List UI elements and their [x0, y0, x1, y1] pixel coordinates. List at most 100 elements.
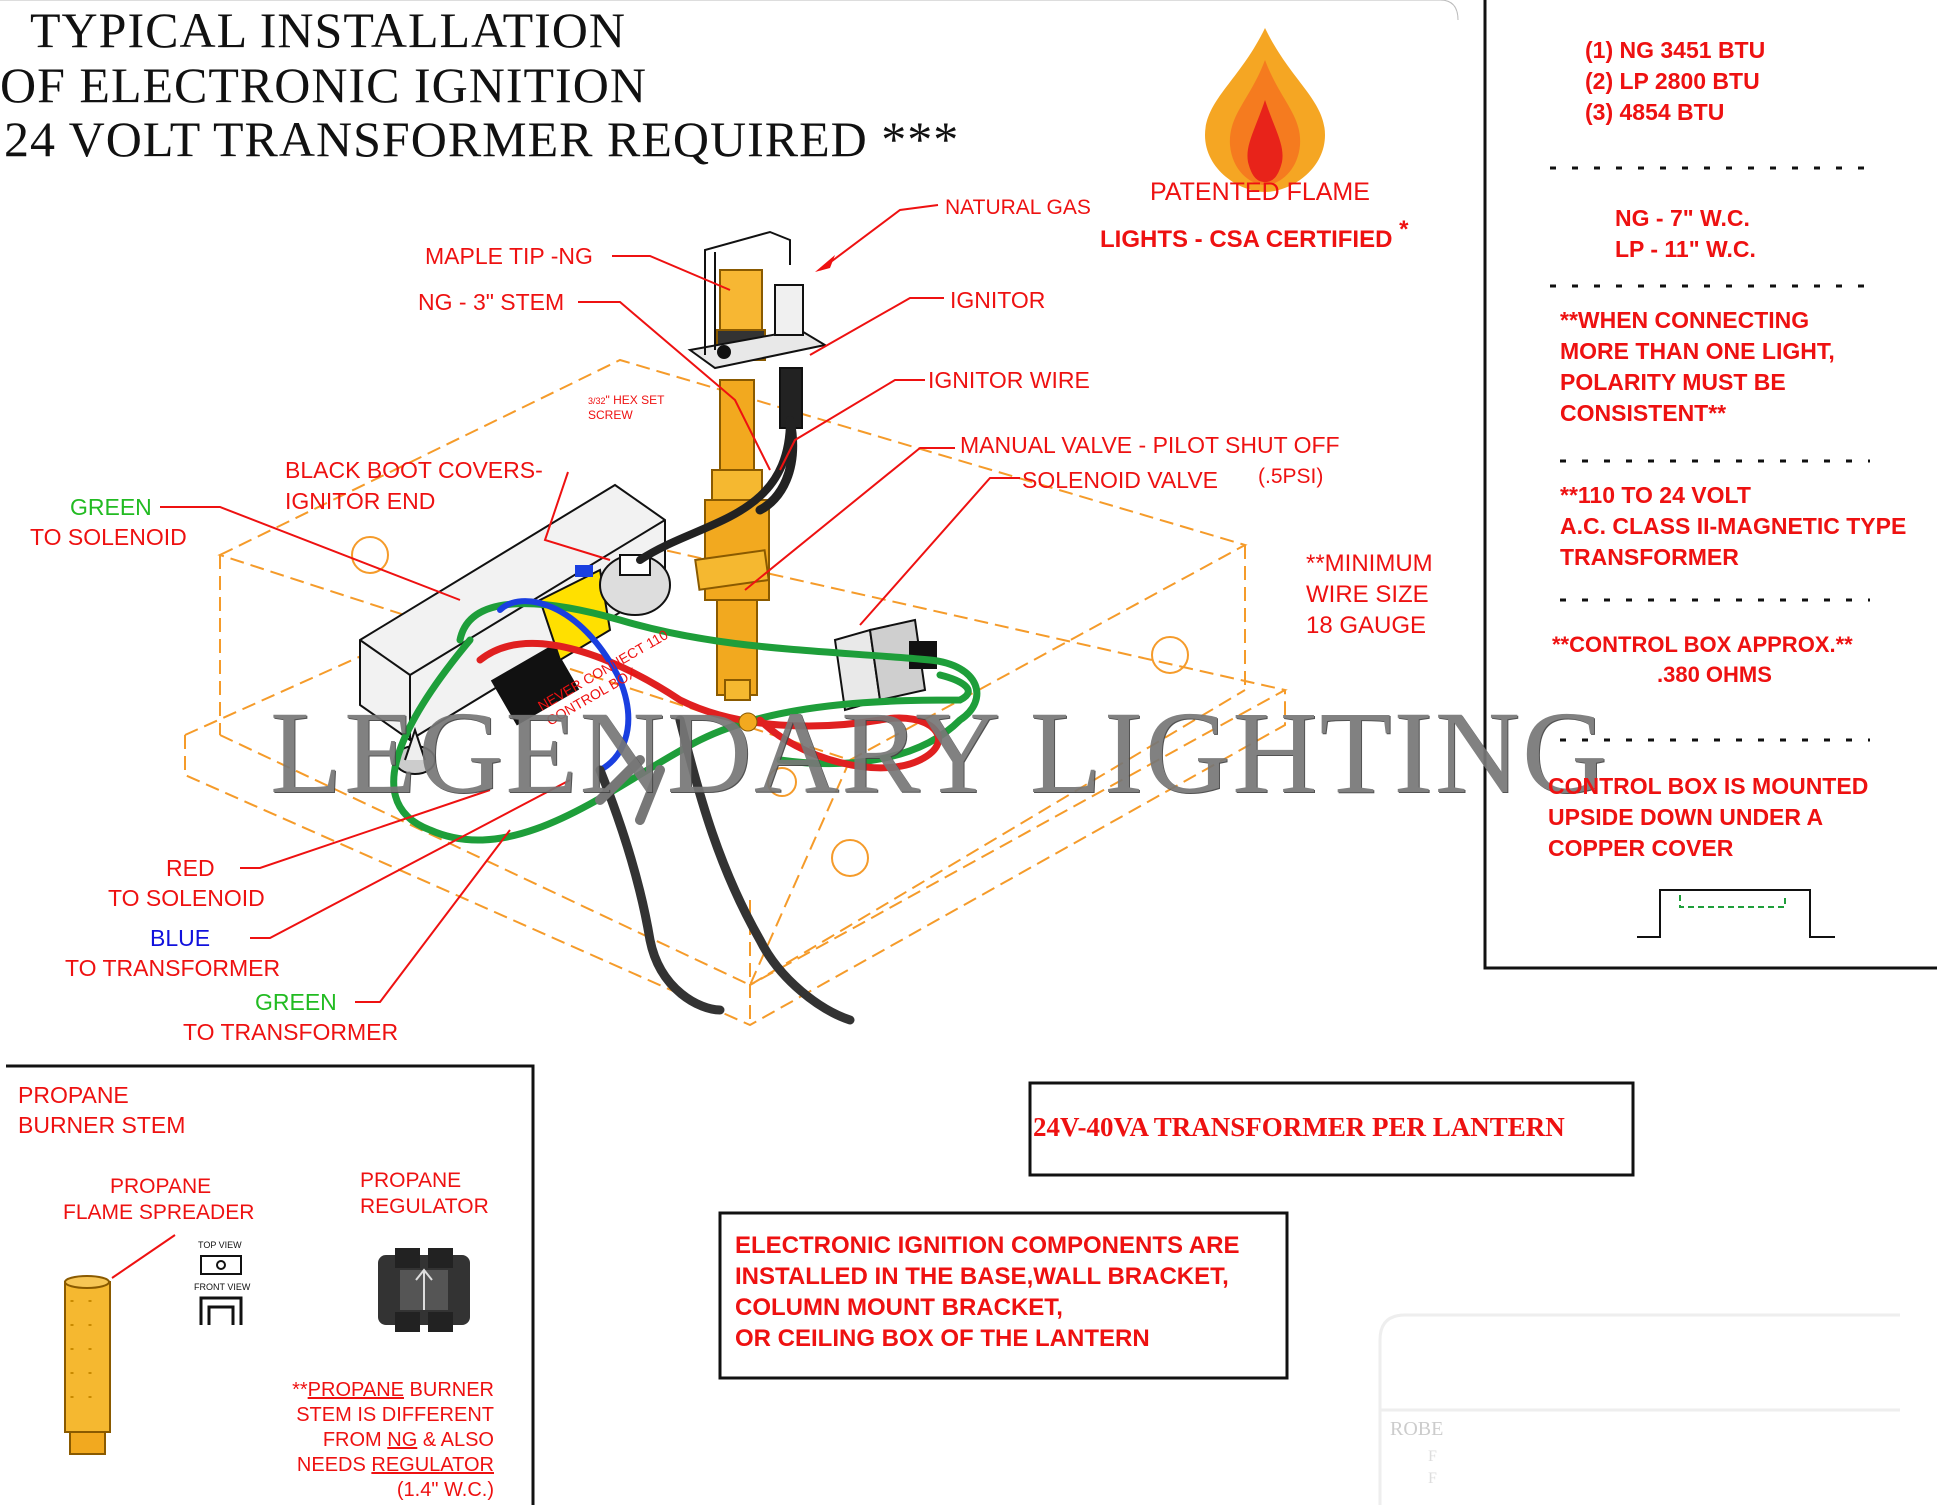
note-also: & ALSO	[417, 1429, 494, 1451]
label-ignitor: IGNITOR	[950, 287, 1046, 313]
label-green-solenoid-1: GREEN	[70, 494, 152, 520]
specs-dividers	[1550, 166, 1870, 742]
brass-burner-stem	[694, 269, 770, 701]
components-note: ELECTRONIC IGNITION COMPONENTS ARE INSTA…	[735, 1230, 1239, 1354]
note-ng: NG	[387, 1429, 418, 1451]
hex-line1: " HEX SET	[605, 393, 665, 407]
spreader-label-2: FLAME SPREADER	[63, 1201, 255, 1224]
watermark: LEGENDARY LIGHTING	[270, 687, 1610, 818]
note-line-3: FROM NG & ALSO	[292, 1428, 494, 1453]
label-ignitor-wire: IGNITOR WIRE	[928, 367, 1090, 393]
title-line-3: 24 VOLT TRANSFORMER REQUIRED ***	[4, 111, 960, 167]
faded-logo-icon	[1378, 1313, 1900, 1505]
note-line-4: NEEDS REGULATOR	[292, 1453, 494, 1478]
regulator-label-2: REGULATOR	[360, 1195, 489, 1218]
wiring	[390, 415, 981, 1025]
propane-regulator-icon	[378, 1248, 470, 1332]
hex-line2: SCREW	[588, 408, 633, 422]
flame-spreader-icon	[64, 1275, 111, 1455]
front-view-label: FRONT VIEW	[194, 1282, 251, 1292]
propane-header-2: BURNER STEM	[18, 1112, 186, 1138]
csa-certification-text: LIGHTS - CSA CERTIFIED	[1100, 226, 1393, 253]
faded-logo-text-2: F	[1428, 1448, 1437, 1465]
polarity-line: MORE THAN ONE LIGHT,	[1560, 338, 1835, 364]
propane-header-1: PROPANE	[18, 1082, 129, 1108]
top-view-icon	[200, 1255, 242, 1275]
specs-panel-border	[1483, 0, 1937, 970]
page-edge	[0, 0, 1459, 21]
label-hex-set-screw: 3/32" HEX SET SCREW	[588, 393, 664, 422]
specs-ohms: **CONTROL BOX APPROX.** .380 OHMS	[1552, 630, 1853, 690]
label-red-solenoid-2: TO SOLENOID	[108, 885, 265, 911]
copper-cover-icon	[1637, 889, 1835, 938]
base-box-holes	[351, 536, 1189, 877]
callout-arrowheads	[815, 255, 835, 272]
ohms-line: .380 OHMS	[1657, 662, 1772, 687]
transformer-line: TRANSFORMER	[1560, 544, 1739, 570]
csa-asterisk: *	[1399, 216, 1409, 243]
ohms-line: **CONTROL BOX APPROX.**	[1552, 632, 1853, 657]
label-solenoid-valve: SOLENOID VALVE	[1022, 467, 1218, 493]
specs-wc: NG - 7" W.C. LP - 11" W.C.	[1615, 203, 1756, 265]
transformer-line: A.C. CLASS II-MAGNETIC TYPE	[1560, 513, 1907, 539]
transformer-box-border	[1028, 1081, 1635, 1177]
label-black-boot-1: BLACK BOOT COVERS-	[285, 457, 543, 483]
components-note-border	[718, 1211, 1289, 1380]
polarity-line: **WHEN CONNECTING	[1560, 307, 1810, 333]
faded-logo-text-3: F	[1428, 1470, 1437, 1487]
top-view-label: TOP VIEW	[198, 1240, 242, 1250]
note-from: FROM	[322, 1429, 388, 1451]
propane-note: **PROPANE BURNER STEM IS DIFFERENT FROM …	[292, 1378, 494, 1503]
transformer-requirement: 24V-40VA TRANSFORMER PER LANTERN	[1033, 1112, 1565, 1142]
wc-item: LP - 11" W.C.	[1615, 236, 1756, 262]
components-line: COLUMN MOUNT BRACKET,	[735, 1294, 1063, 1321]
specs-transformer: **110 TO 24 VOLT A.C. CLASS II-MAGNETIC …	[1560, 480, 1906, 573]
btu-item: (3) 4854 BTU	[1585, 99, 1725, 125]
front-view-icon	[199, 1296, 243, 1325]
flame-logo-icon	[1205, 28, 1325, 192]
label-green-transformer-2: TO TRANSFORMER	[183, 1019, 399, 1045]
propane-panel-border	[6, 1064, 535, 1505]
label-green-solenoid-2: TO SOLENOID	[30, 524, 187, 550]
label-min-wire-1: **MINIMUM	[1306, 550, 1433, 577]
label-red-solenoid-1: RED	[166, 855, 215, 881]
label-min-wire-2: WIRE SIZE	[1306, 581, 1429, 608]
specs-btu: (1) NG 3451 BTU (2) LP 2800 BTU (3) 4854…	[1585, 35, 1765, 128]
components-line: OR CEILING BOX OF THE LANTERN	[735, 1325, 1150, 1352]
note-prefix: **	[292, 1379, 308, 1401]
csa-certification: LIGHTS - CSA CERTIFIED *	[1100, 216, 1408, 255]
specs-mounting: CONTROL BOX IS MOUNTED UPSIDE DOWN UNDER…	[1548, 771, 1868, 864]
components-line: INSTALLED IN THE BASE,WALL BRACKET,	[735, 1263, 1229, 1290]
label-manual-valve: MANUAL VALVE - PILOT SHUT OFF	[960, 432, 1340, 458]
note-line-1: **PROPANE BURNER	[292, 1378, 494, 1403]
note-needs: NEEDS	[296, 1454, 372, 1476]
spreader-leader	[111, 1234, 176, 1279]
title-line-1: TYPICAL INSTALLATION	[30, 2, 627, 58]
btu-item: (2) LP 2800 BTU	[1585, 68, 1760, 94]
note-propane: PROPANE	[307, 1379, 404, 1401]
mounting-line: CONTROL BOX IS MOUNTED	[1548, 773, 1869, 799]
wc-item: NG - 7" W.C.	[1615, 205, 1750, 231]
transformer-line: **110 TO 24 VOLT	[1560, 482, 1751, 508]
ignitor-bracket	[687, 230, 828, 429]
btu-item: (1) NG 3451 BTU	[1585, 37, 1766, 63]
label-green-transformer-1: GREEN	[255, 989, 337, 1015]
title-line-2: OF ELECTRONIC IGNITION	[0, 57, 647, 113]
note-line-5: (1.4" W.C.)	[396, 1479, 494, 1501]
note-line1-rest: BURNER	[403, 1379, 494, 1401]
mounting-line: COPPER COVER	[1548, 835, 1734, 861]
flame-caption: PATENTED FLAME	[1150, 178, 1370, 206]
polarity-line: CONSISTENT**	[1560, 400, 1727, 426]
label-black-boot-2: IGNITOR END	[285, 488, 436, 514]
mounting-line: UPSIDE DOWN UNDER A	[1548, 804, 1824, 830]
note-line-2: STEM IS DIFFERENT	[296, 1404, 494, 1426]
label-natural-gas: NATURAL GAS	[945, 196, 1091, 219]
note-regulator: REGULATOR	[371, 1454, 494, 1476]
specs-polarity: **WHEN CONNECTING MORE THAN ONE LIGHT, P…	[1560, 305, 1835, 429]
label-maple-tip: MAPLE TIP -NG	[425, 243, 593, 269]
label-ng-stem: NG - 3" STEM	[418, 289, 565, 315]
polarity-line: POLARITY MUST BE	[1560, 369, 1786, 395]
hex-fraction: 3/32	[588, 396, 606, 406]
